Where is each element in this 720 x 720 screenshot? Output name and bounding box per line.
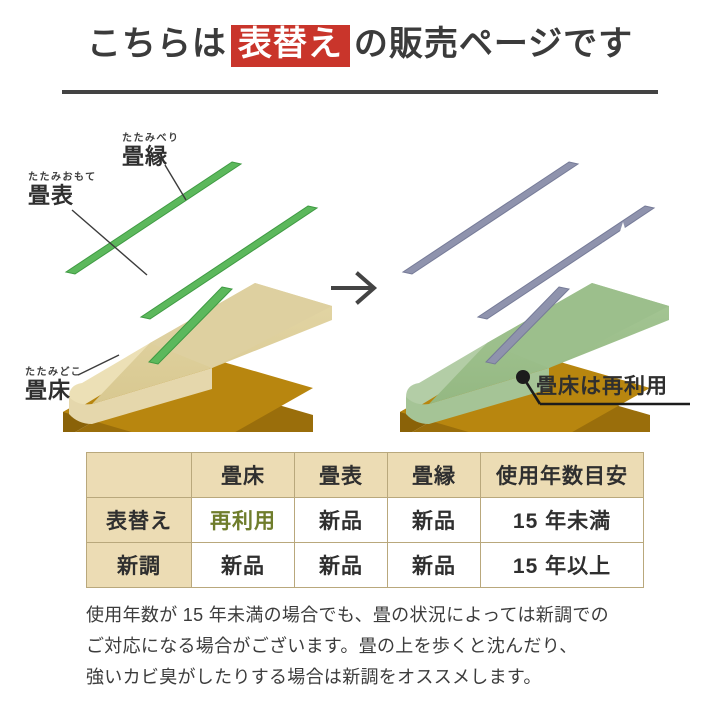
table-cell-shinchou-doko: 新品 <box>191 542 295 588</box>
leader-line-heri <box>164 164 187 201</box>
footnote-line-3: 強いカビ臭がしたりする場合は新調をオススメします。 <box>86 666 542 687</box>
leader-line-doko <box>77 354 120 376</box>
table-cell-omotegae-years: 15 年未満 <box>480 497 644 543</box>
table-cell-omotegae-omote: 新品 <box>294 497 388 543</box>
comparison-table: 畳床 畳表 畳縁 使用年数目安 表替え 再利用 新品 新品 15 年未満 新調 … <box>86 452 644 588</box>
table-header-corner <box>86 452 192 498</box>
label-heri-ruby: たたみべり <box>122 133 180 144</box>
transition-arrow-icon <box>331 271 378 305</box>
table-header-heri: 畳縁 <box>387 452 481 498</box>
table-row: 新調 新品 新品 新品 15 年以上 <box>86 542 644 588</box>
old-heri-strip-upper <box>64 161 243 275</box>
label-omote-ruby: たたみおもて <box>28 172 97 183</box>
leader-line-omote <box>71 209 148 276</box>
label-tatami-heri: たたみべり 畳縁 <box>122 133 180 169</box>
table-row: 表替え 再利用 新品 新品 15 年未満 <box>86 497 644 543</box>
label-heri-main: 畳縁 <box>122 144 169 169</box>
label-doko-main: 畳床 <box>25 378 72 403</box>
title-divider <box>62 90 658 94</box>
table-cell-omotegae-heri: 新品 <box>387 497 481 543</box>
old-tatami-surface <box>69 283 332 424</box>
tatami-diagram-svg <box>63 161 690 432</box>
table-cell-shinchou-omote: 新品 <box>294 542 388 588</box>
table-header-omote: 畳表 <box>294 452 388 498</box>
table-cell-omotegae-doko: 再利用 <box>191 497 295 543</box>
reuse-callout <box>516 370 690 406</box>
new-tatami-surface <box>406 283 669 424</box>
table-rowlabel-omotegae: 表替え <box>86 497 192 543</box>
label-omote-main: 畳表 <box>28 183 75 208</box>
label-tatami-omote: たたみおもて 畳表 <box>28 172 97 208</box>
new-heri-on-surface <box>485 286 571 365</box>
footnote: 使用年数が 15 年未満の場合でも、畳の状況によっては新調での ご対応になる場合… <box>86 600 646 693</box>
tatami-diagram: たたみべり 畳縁 たたみおもて 畳表 たたみどこ 畳床 畳床は再利用 <box>0 112 720 432</box>
label-base-reused: 畳床は再利用 <box>536 375 668 398</box>
footnote-line-1: 使用年数が 15 年未満の場合でも、畳の状況によっては新調での <box>86 605 609 625</box>
table-header-row: 畳床 畳表 畳縁 使用年数目安 <box>86 452 644 498</box>
title-text-before: こちらは <box>86 25 227 63</box>
label-doko-ruby: たたみどこ <box>25 367 83 378</box>
title-highlight-badge: 表替え <box>230 25 350 67</box>
old-heri-on-surface <box>148 286 234 365</box>
table-rowlabel-shinchou: 新調 <box>86 542 192 588</box>
old-heri-strip-lower <box>139 205 319 320</box>
page-title: こちらは表替えの販売ページです <box>87 24 633 67</box>
reuse-callout-leader <box>521 376 542 405</box>
label-tatami-doko: たたみどこ 畳床 <box>25 367 82 403</box>
table-header-doko: 畳床 <box>191 452 295 498</box>
table-cell-shinchou-years: 15 年以上 <box>480 542 644 588</box>
comparison-table-wrapper: 畳床 畳表 畳縁 使用年数目安 表替え 再利用 新品 新品 15 年未満 新調 … <box>86 452 644 588</box>
table-header-years: 使用年数目安 <box>480 452 644 498</box>
new-heri-strip-upper <box>401 161 580 275</box>
new-heri-strip-lower <box>476 205 656 320</box>
title-text-after: の販売ページです <box>353 25 634 63</box>
page-header: こちらは表替えの販売ページです <box>0 24 720 67</box>
sparkle-icon <box>602 222 654 278</box>
table-cell-shinchou-heri: 新品 <box>387 542 481 588</box>
footnote-line-2: ご対応になる場合がございます。畳の上を歩くと沈んだり、 <box>86 635 578 656</box>
